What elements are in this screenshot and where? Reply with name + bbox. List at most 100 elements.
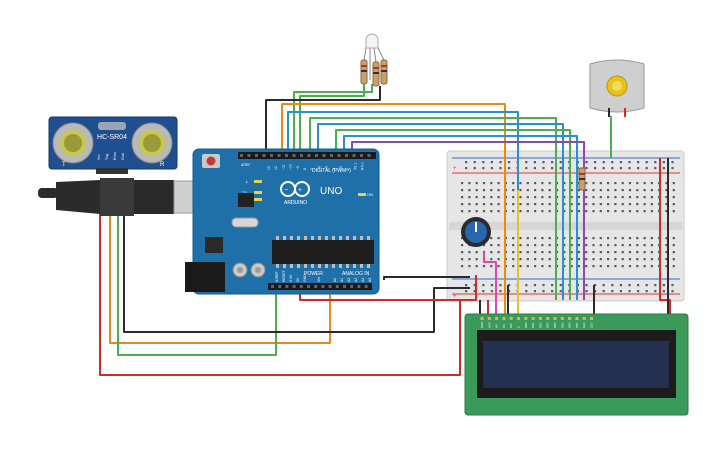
power-header-pins	[271, 285, 368, 288]
wire-purple	[351, 141, 585, 300]
v5-label: 5V	[296, 277, 300, 282]
digital-pin-label: 8	[303, 168, 307, 170]
digital-pin-label: ~9	[296, 166, 300, 170]
gnd-label: GND	[303, 274, 307, 282]
reset-label: RESET	[282, 269, 286, 282]
lcd-pin-label: RS	[502, 324, 506, 328]
potentiometer	[461, 217, 491, 247]
tx-label: TX	[242, 190, 247, 195]
digital-pin-label: ~11	[281, 164, 285, 170]
wire-red-right	[659, 158, 671, 318]
lcd-pin-label: DB6	[568, 322, 572, 328]
analog-pin-label: A0	[333, 278, 337, 282]
svg-text:+: +	[298, 187, 302, 194]
svg-text:+: +	[453, 294, 457, 300]
sensor-pin-echo: Echo	[113, 152, 117, 160]
digital-pin-label: ~6	[317, 166, 321, 170]
sensor-t-label: T	[62, 162, 66, 168]
lcd-pin-label: LED	[590, 323, 594, 328]
lcd-pin-label: VCC	[487, 322, 491, 328]
analog-pin-label: A5	[368, 278, 372, 282]
wire-sensor-black	[123, 190, 470, 333]
lcd-pin-label: DB4	[553, 322, 557, 328]
sensor-model-label: HC-SR04	[97, 134, 127, 141]
digital-label: DIGITAL (PWM~)	[312, 168, 351, 174]
lcd-pin-label: DB2	[538, 322, 542, 328]
l-led-label: L	[246, 179, 249, 184]
digital-pin-label: 12	[274, 166, 278, 170]
dc-motor	[589, 59, 645, 117]
ultrasonic-sensor: HC-SR04 T R Vcc Trig Echo Gnd	[48, 116, 178, 174]
wire-green-1	[309, 117, 557, 300]
wire-green-2	[335, 129, 571, 300]
wire-pot-pink	[483, 252, 497, 318]
wire-sensor-green	[117, 190, 277, 356]
led-resistors	[360, 59, 388, 87]
lcd-pin-label: LED	[582, 323, 586, 328]
lcd-pin-label: DB1	[531, 322, 535, 328]
wire-led-2	[293, 84, 373, 153]
wire-led-3	[265, 86, 381, 153]
wire-blue-1	[287, 111, 519, 190]
vin-label: Vin	[317, 277, 321, 282]
digital-pin-label: ~5	[325, 166, 329, 170]
digital-header-pins	[240, 154, 371, 157]
lcd-pin-label: DB3	[546, 322, 550, 328]
wire-blue-3	[343, 135, 578, 300]
wire-gnd-black	[383, 276, 470, 280]
sensor-pins: Vcc Trig Echo Gnd	[97, 152, 125, 160]
wire-sensor-red	[99, 190, 461, 376]
ioref-label: IOREF	[275, 271, 279, 282]
lcd-screen	[483, 341, 669, 388]
lcd-pin-label: GND	[480, 322, 484, 328]
svg-text:+: +	[453, 166, 457, 172]
arduino-model: UNO	[320, 186, 342, 197]
analog-pin-label: A3	[354, 278, 358, 282]
lcd-pin-label: RW	[509, 323, 513, 328]
digital-pin-label: ~10	[289, 164, 293, 170]
v33-label: 3.3V	[289, 274, 293, 282]
sensor-r-label: R	[160, 162, 165, 168]
power-label: POWER	[304, 271, 323, 277]
sensor-pin-gnd: Gnd	[121, 153, 125, 160]
lcd-pin-label: DB7	[575, 322, 579, 328]
usb-cable	[38, 178, 219, 216]
digital-pin-label: RX 0	[361, 162, 365, 170]
digital-pin-label: TX 1	[353, 163, 357, 170]
on-label: ON	[367, 192, 373, 197]
aref-label: AREF	[241, 163, 250, 167]
lcd-pin-label: V0	[495, 324, 499, 328]
chip-legs	[276, 236, 370, 268]
wire-sensor-orange	[109, 190, 331, 344]
rgb-led	[363, 33, 385, 80]
arduino-logo-text: ARDUINO	[284, 200, 307, 206]
digital-pin-label: 13	[267, 166, 271, 170]
digital-pin-label: 2	[346, 168, 350, 170]
wire-blue-2	[317, 123, 564, 300]
sensor-pin-vcc: Vcc	[97, 154, 101, 160]
arduino-uno: DIGITAL (PWM~) − + ARDUINO UNO L TX RX O…	[185, 148, 380, 295]
digital-pin-label: ~3	[339, 166, 343, 170]
analog-pin-label: A1	[340, 278, 344, 282]
lcd-pin-label: DB5	[560, 322, 564, 328]
lcd-pin-label: E	[517, 326, 521, 328]
digital-pin-label: 4	[332, 168, 336, 170]
breadboard: + +	[446, 150, 685, 302]
analog-pin-label: A4	[361, 278, 365, 282]
sensor-pin-trig: Trig	[105, 154, 109, 160]
svg-text:−: −	[284, 187, 288, 194]
arduino-logo-icon: − +	[280, 181, 310, 197]
analog-label: ANALOG IN	[342, 271, 370, 277]
wires	[99, 80, 671, 376]
wire-led-1	[299, 80, 365, 153]
analog-pin-label: A2	[347, 278, 351, 282]
digital-pin-label: 7	[310, 168, 314, 170]
lcd-pin-label: DB0	[524, 322, 528, 328]
breadboard-resistor	[578, 167, 586, 191]
wire-orange-top	[281, 103, 506, 188]
